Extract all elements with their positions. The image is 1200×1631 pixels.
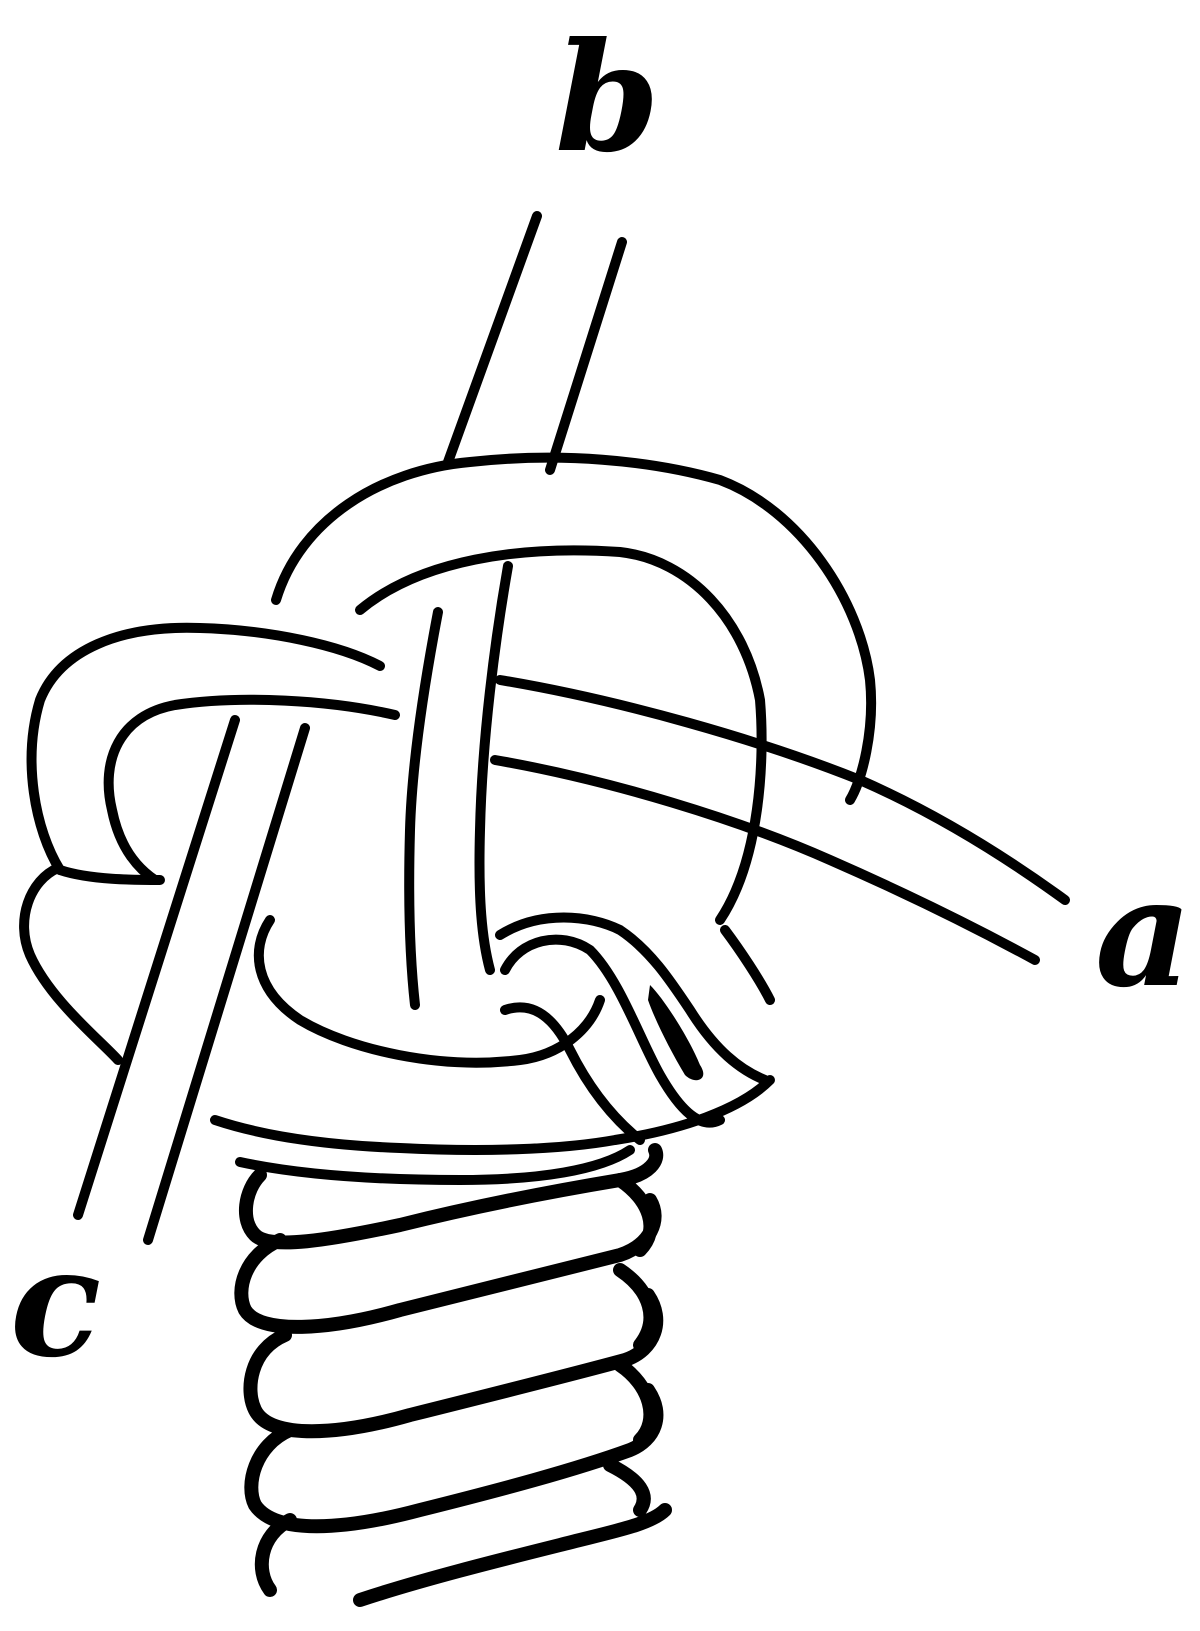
- outer-loop: [276, 458, 871, 920]
- label-b: b: [555, 10, 660, 186]
- label-a: a: [1095, 845, 1192, 1021]
- rope-coils: [241, 1150, 665, 1600]
- lower-left-loop: [24, 868, 600, 1063]
- lower-collar: [215, 1080, 770, 1180]
- left-loop: [32, 628, 395, 880]
- strand-b: [448, 216, 622, 470]
- label-c: c: [10, 1215, 101, 1391]
- middle-vertical-strand: [409, 566, 508, 1005]
